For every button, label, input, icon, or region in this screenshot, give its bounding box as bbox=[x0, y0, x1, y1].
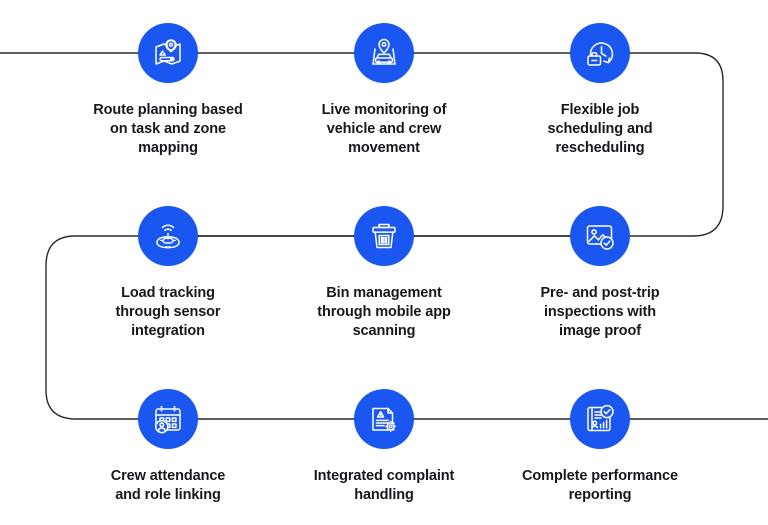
calendar-person-attendance-icon[interactable] bbox=[138, 389, 198, 449]
report-chart-check-icon[interactable] bbox=[570, 389, 630, 449]
step-label: Route planning based on task and zone ma… bbox=[93, 102, 243, 156]
step-label: Complete performance reporting bbox=[522, 468, 678, 503]
step-route-planning[interactable]: Route planning based on task and zone ma… bbox=[63, 23, 273, 158]
step-label: Integrated complaint handling bbox=[313, 468, 455, 503]
vehicle-location-pin-icon[interactable] bbox=[354, 23, 414, 83]
step-label: Crew attendance and role linking bbox=[110, 468, 226, 503]
map-route-pin-icon[interactable] bbox=[138, 23, 198, 83]
step-complaint-handling[interactable]: Integrated complaint handling bbox=[279, 389, 489, 505]
step-performance-reporting[interactable]: Complete performance reporting bbox=[495, 389, 705, 505]
step-label: Bin management through mobile app scanni… bbox=[317, 285, 451, 339]
step-label: Live monitoring of vehicle and crew move… bbox=[321, 102, 447, 156]
step-label: Load tracking through sensor integration bbox=[115, 285, 221, 339]
step-crew-attendance[interactable]: Crew attendance and role linking bbox=[63, 389, 273, 505]
step-load-tracking[interactable]: Load tracking through sensor integration bbox=[63, 206, 273, 341]
step-live-monitoring[interactable]: Live monitoring of vehicle and crew move… bbox=[279, 23, 489, 158]
step-trip-inspections[interactable]: Pre- and post-trip inspections with imag… bbox=[495, 206, 705, 341]
document-alert-gear-icon[interactable] bbox=[354, 389, 414, 449]
clock-briefcase-schedule-icon[interactable] bbox=[570, 23, 630, 83]
image-check-inspection-icon[interactable] bbox=[570, 206, 630, 266]
bin-qr-scan-icon[interactable] bbox=[354, 206, 414, 266]
step-label: Flexible job scheduling and rescheduling bbox=[547, 102, 653, 156]
step-label: Pre- and post-trip inspections with imag… bbox=[540, 285, 660, 339]
step-flexible-scheduling[interactable]: Flexible job scheduling and rescheduling bbox=[495, 23, 705, 158]
sensor-signal-load-icon[interactable] bbox=[138, 206, 198, 266]
step-bin-management[interactable]: Bin management through mobile app scanni… bbox=[279, 206, 489, 341]
